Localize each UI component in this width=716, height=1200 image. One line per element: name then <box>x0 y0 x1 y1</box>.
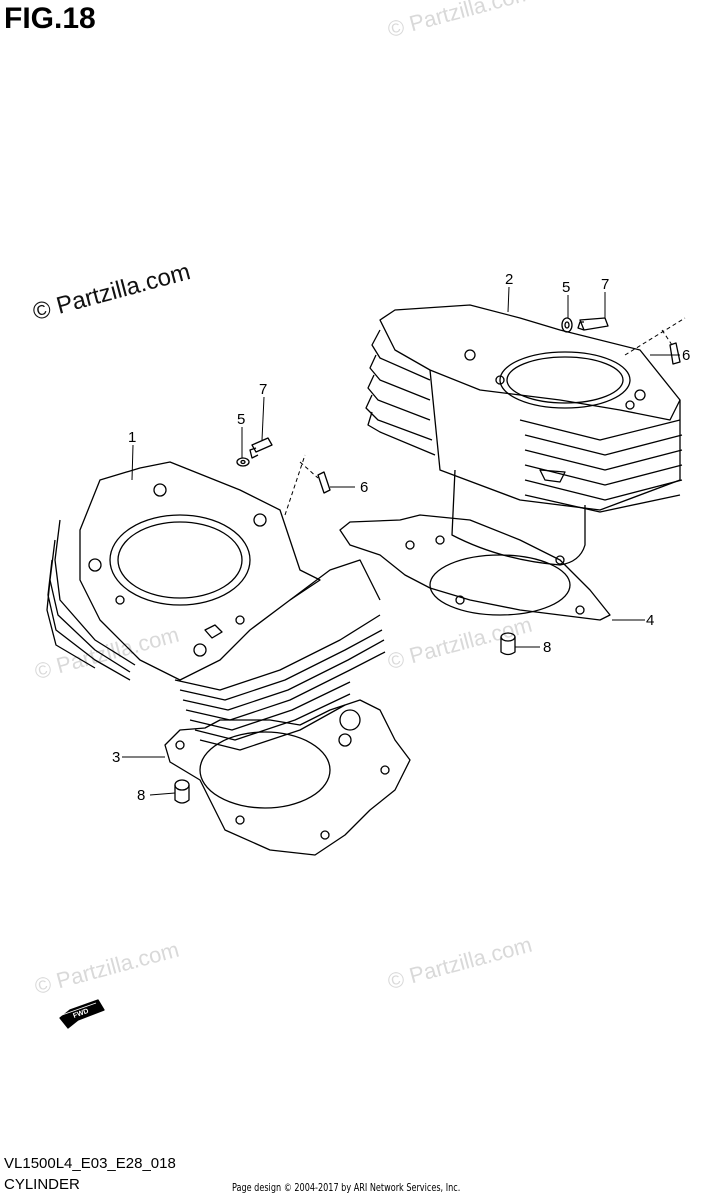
callout-number: 8 <box>137 787 145 804</box>
callout-number: 2 <box>505 271 513 288</box>
callout-number: 7 <box>259 381 267 398</box>
callout-number: 5 <box>237 411 245 428</box>
front-dowel-pin[interactable] <box>174 779 190 804</box>
callout-number: 7 <box>601 276 609 293</box>
callout-number: 3 <box>112 749 120 766</box>
callout-number: 4 <box>646 612 654 629</box>
front-cylinder-gasket[interactable] <box>164 699 411 856</box>
callout-number: 6 <box>360 479 368 496</box>
front-cylinder[interactable] <box>46 461 386 751</box>
rear-bolt[interactable] <box>577 317 609 331</box>
callout-number: 8 <box>543 639 551 656</box>
rear-dowel-pin[interactable] <box>500 632 516 656</box>
rear-cylinder[interactable] <box>365 304 683 566</box>
callout-number: 1 <box>128 429 136 446</box>
page-credit: Page design © 2004-2017 by ARI Network S… <box>232 1181 461 1194</box>
fwd-arrow-icon <box>59 999 105 1029</box>
front-bolt[interactable] <box>249 437 273 459</box>
leader-lines <box>122 286 686 796</box>
diagram-name: CYLINDER <box>4 1176 80 1193</box>
callout-number: 5 <box>562 279 570 296</box>
front-stud[interactable] <box>317 471 331 494</box>
rear-cylinder-gasket[interactable] <box>339 514 611 621</box>
rear-stud[interactable] <box>669 342 681 365</box>
figure-title: FIG.18 <box>4 2 96 35</box>
front-washer[interactable] <box>236 457 250 467</box>
diagram-code: VL1500L4_E03_E28_018 <box>4 1155 176 1172</box>
rear-washer[interactable] <box>561 317 573 333</box>
callout-number: 6 <box>682 347 690 364</box>
